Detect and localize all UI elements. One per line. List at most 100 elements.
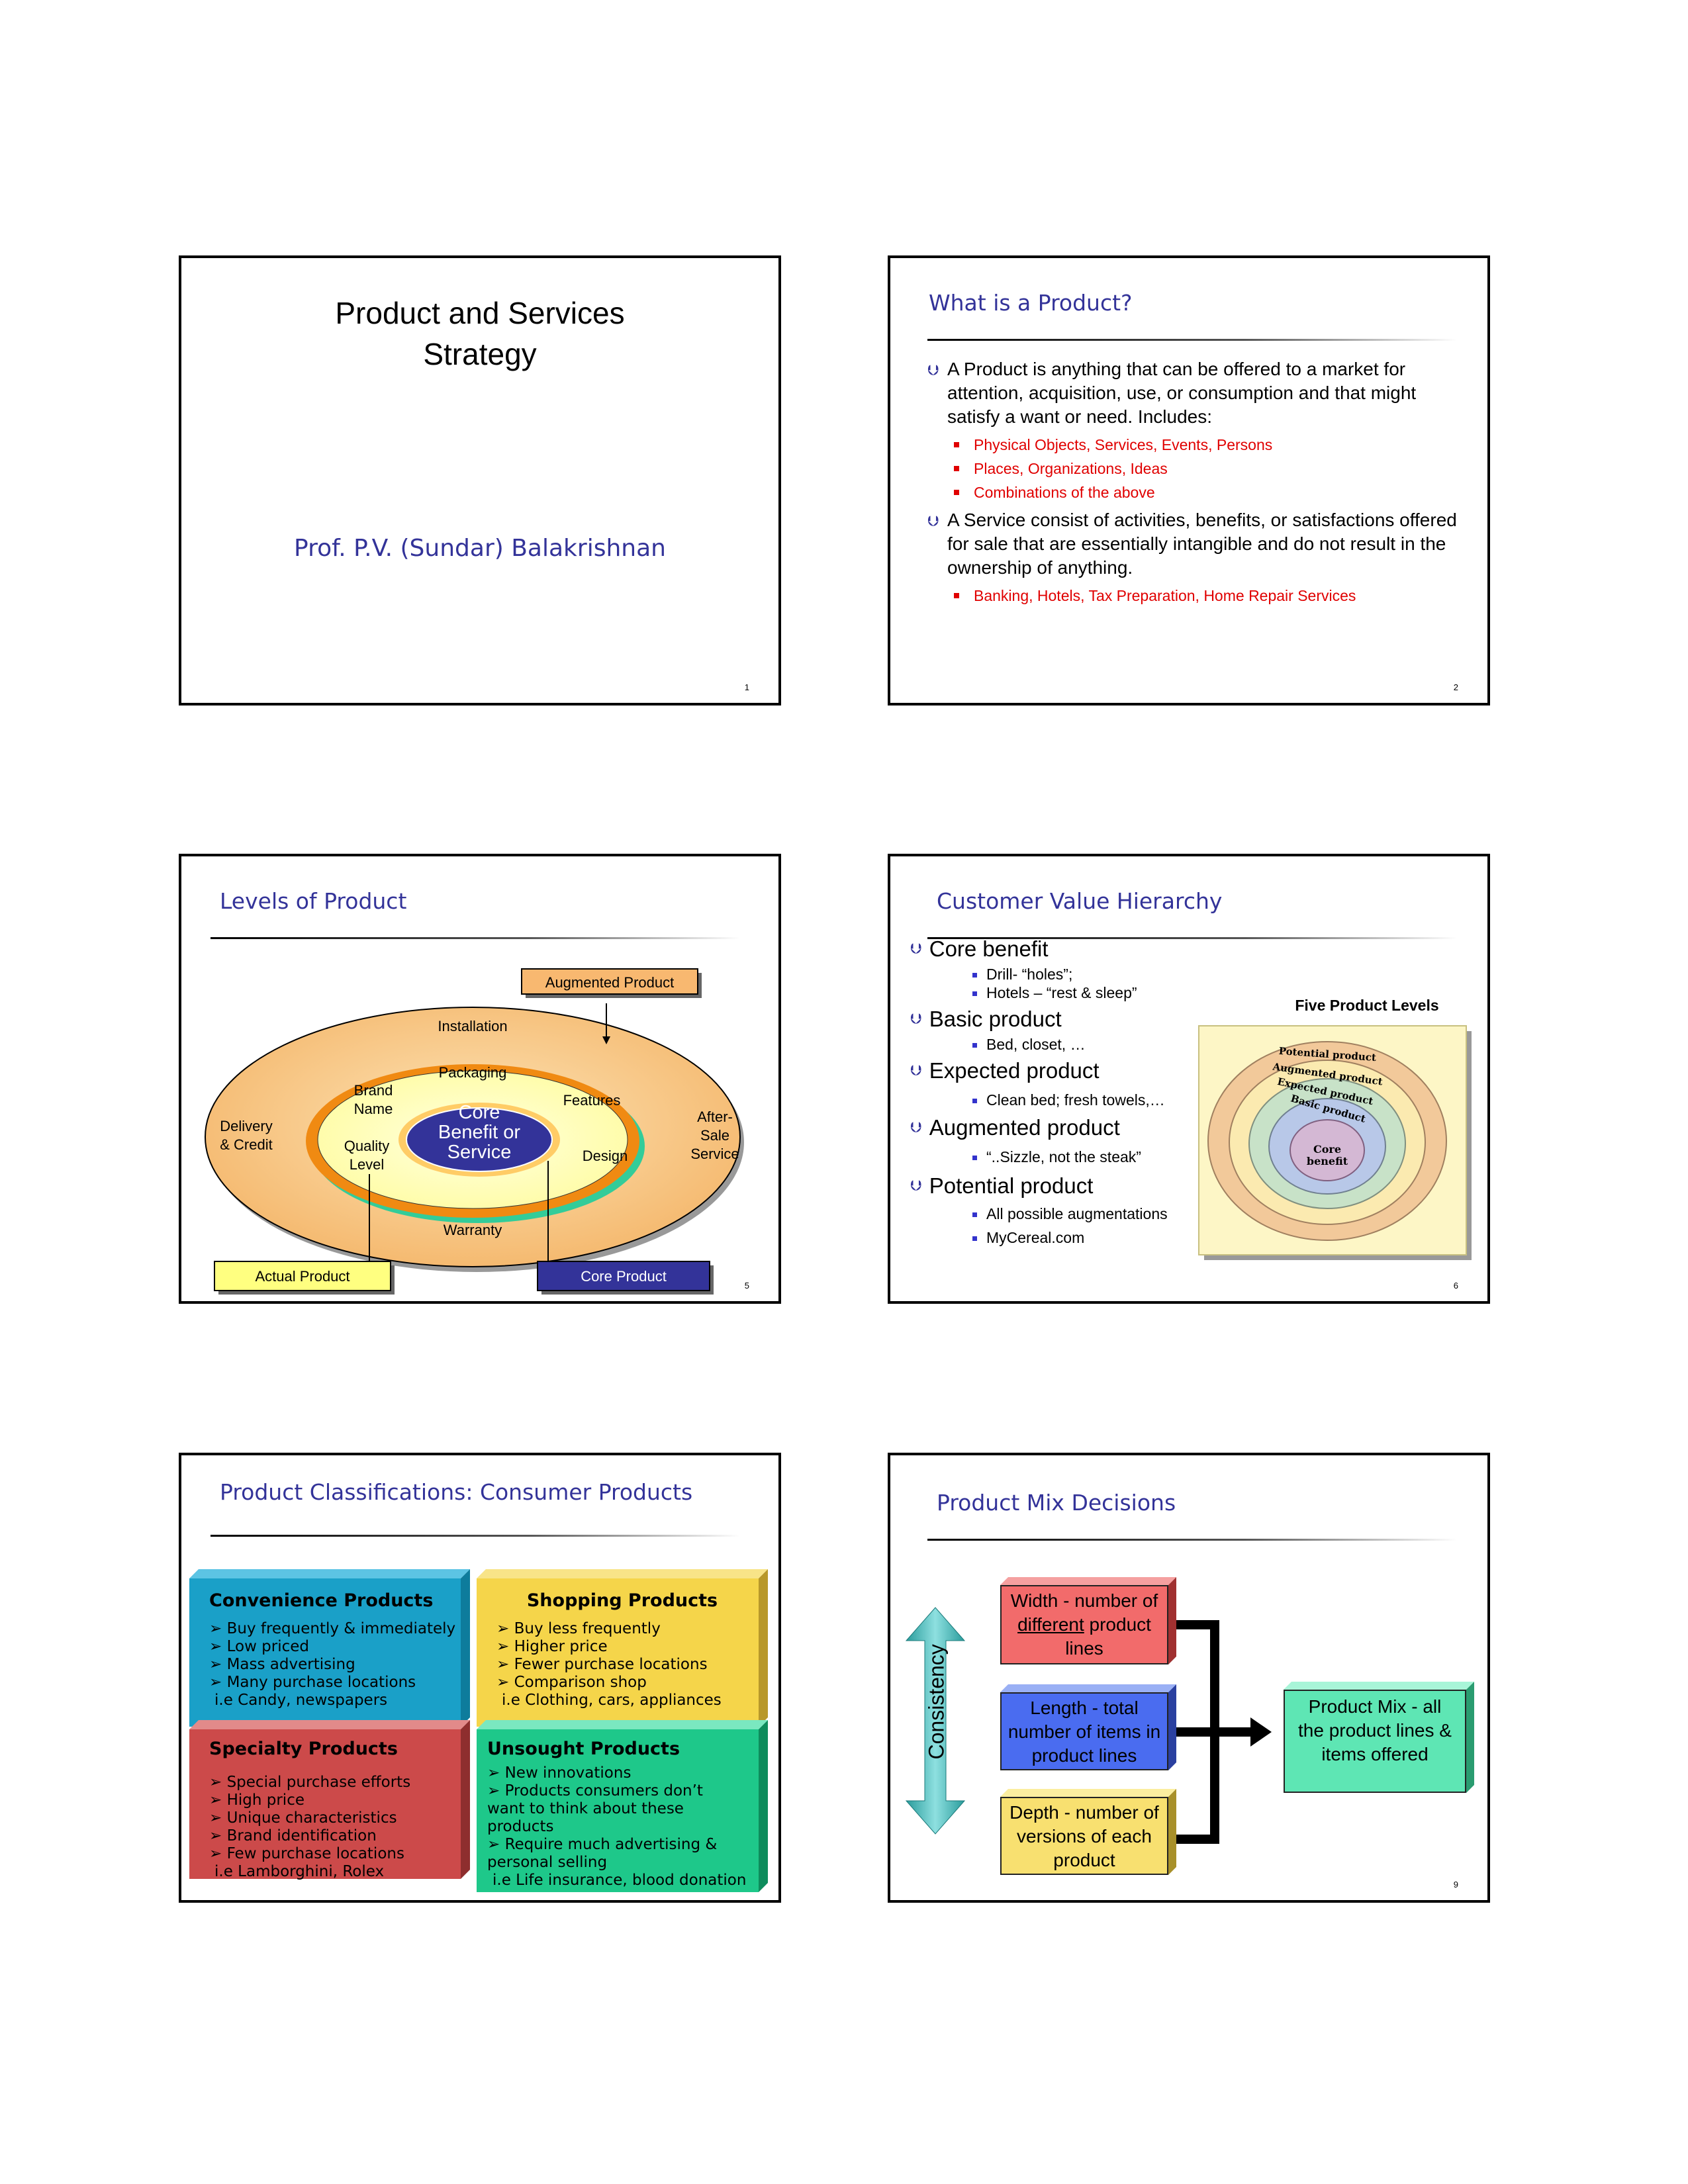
arrow-bullet-icon: ⮋	[910, 1177, 921, 1194]
square-bullet-icon	[954, 490, 959, 495]
level-example: “..Sizzle, not the steak”	[986, 1148, 1141, 1165]
unsought-block	[477, 1729, 759, 1892]
author-name: Prof. P.V. (Sundar) Balakrishnan	[294, 535, 666, 562]
slide-customer-value-hierarchy: Customer Value Hierarchy ⮋Core benefit D…	[888, 854, 1490, 1304]
box-top	[1000, 1789, 1176, 1797]
category-line: ➢ Buy frequently & immediately	[209, 1620, 456, 1637]
level-example: MyCereal.com	[986, 1229, 1085, 1246]
slide-what-is-product: What is a Product? ⮋ A Product is anythi…	[888, 255, 1490, 705]
list-item: MyCereal.com	[972, 1228, 1084, 1247]
box-side	[1168, 1577, 1176, 1664]
category-line: ➢ Mass advertising	[209, 1656, 355, 1673]
list-item: Combinations of the above	[954, 480, 1464, 504]
category-line: personal selling	[487, 1854, 608, 1871]
delivery-credit-label: Delivery & Credit	[220, 1118, 273, 1153]
width-text: Width - number of	[1010, 1590, 1158, 1611]
level-core-benefit: ⮋Core benefit	[910, 936, 1049, 965]
title-divider	[927, 937, 1457, 939]
unsought-products: Unsought Products ➢ New innovations ➢ Pr…	[481, 1733, 759, 1896]
square-bullet-icon	[954, 442, 959, 447]
example-text: Physical Objects, Services, Events, Pers…	[974, 436, 1273, 453]
design-label: Design	[582, 1148, 628, 1164]
category-heading: Shopping Products	[526, 1590, 718, 1611]
core-product-label: Core Product	[581, 1268, 667, 1285]
levels-diagram	[205, 968, 744, 1295]
square-bullet-icon	[972, 1156, 977, 1160]
example-text: Places, Organizations, Ideas	[974, 460, 1168, 477]
level-example: Drill- “holes”;	[986, 966, 1073, 983]
block-top	[189, 1569, 470, 1578]
width-text-end: product lines	[1065, 1614, 1151, 1659]
category-heading: Unsought Products	[487, 1739, 680, 1759]
category-line: ➢ Require much advertising &	[487, 1836, 718, 1853]
arrow-bullet-icon: ⮋	[927, 362, 939, 379]
title-divider	[211, 1535, 740, 1537]
list-item: Clean bed; fresh towels,…	[972, 1091, 1165, 1109]
block-top	[477, 1720, 768, 1729]
packaging-label: Packaging	[438, 1064, 507, 1081]
core-ring	[406, 1107, 553, 1172]
category-line: ➢ Low priced	[209, 1638, 310, 1655]
square-bullet-icon	[972, 991, 977, 996]
title-divider	[211, 937, 740, 939]
level-augmented-product: ⮋Augmented product	[910, 1115, 1120, 1144]
slide-heading: What is a Product?	[929, 290, 1133, 316]
arrow-bullet-icon: ⮋	[910, 1011, 921, 1027]
presentation-title: Product and Services Strategy	[181, 293, 778, 375]
list-item: “..Sizzle, not the steak”	[972, 1148, 1141, 1166]
title-line-2: Strategy	[423, 337, 537, 371]
slide-levels-of-product: Levels of Product Augmented Product Ins	[179, 854, 781, 1304]
core-benefit-label: Core Benefit or Service	[438, 1102, 521, 1163]
product-definition-text: A Product is anything that can be offere…	[947, 359, 1417, 427]
installation-label: Installation	[438, 1018, 508, 1034]
warranty-label: Warranty	[443, 1222, 502, 1238]
level-basic-product: ⮋ Basic product	[910, 1006, 1062, 1035]
category-line: i.e Lamborghini, Rolex	[214, 1863, 385, 1880]
after-sale-service-label: After-Sale Service	[690, 1109, 739, 1162]
service-definition-text: A Service consist of activities, benefit…	[947, 510, 1457, 578]
depth-text: Depth - number of versions of each produ…	[1009, 1802, 1159, 1870]
product-mix-box: Product Mix - all the product lines & it…	[1284, 1690, 1466, 1793]
slide-product-classifications: Product Classifications: Consumer Produc…	[179, 1453, 781, 1903]
level-example: All possible augmentations	[986, 1205, 1168, 1222]
title-line-1: Product and Services	[335, 296, 625, 330]
list-item: Hotels – “rest & sleep”	[972, 983, 1137, 1002]
slide-heading: Customer Value Hierarchy	[937, 888, 1223, 914]
square-bullet-icon	[972, 1043, 977, 1048]
block-side	[759, 1720, 768, 1892]
level-example: Hotels – “rest & sleep”	[986, 984, 1137, 1001]
category-line: products	[487, 1818, 554, 1835]
title-divider	[927, 339, 1457, 341]
category-line: ➢ Buy less frequently	[496, 1620, 661, 1637]
square-bullet-icon	[972, 1212, 977, 1217]
category-line: ➢ Products consumers don’t	[487, 1782, 703, 1799]
level-name: Basic product	[929, 1007, 1062, 1031]
length-text: Length - total number of items in produc…	[1008, 1698, 1161, 1766]
level-example: Bed, closet, …	[986, 1036, 1086, 1053]
category-line: ➢ Special purchase efforts	[209, 1774, 411, 1791]
arrow-bullet-icon: ⮋	[910, 1062, 921, 1079]
category-line: i.e Candy, newspapers	[214, 1692, 388, 1709]
definition-list: ⮋ A Product is anything that can be offe…	[927, 357, 1464, 608]
list-item: Banking, Hotels, Tax Preparation, Home R…	[954, 584, 1464, 608]
box-side	[1168, 1684, 1176, 1770]
box-top	[1000, 1577, 1176, 1585]
classification-blocks	[189, 1569, 768, 1892]
block-top	[189, 1720, 470, 1729]
convenience-block	[189, 1578, 461, 1727]
actual-product-label: Actual Product	[255, 1268, 350, 1285]
core-benefit-ring-label: Core benefit	[1306, 1143, 1348, 1167]
box-side	[1466, 1682, 1474, 1793]
level-potential-product: ⮋Potential product	[910, 1173, 1093, 1202]
level-name: Core benefit	[929, 936, 1049, 961]
width-emphasis: different	[1017, 1614, 1084, 1635]
features-label: Features	[563, 1092, 621, 1109]
level-name: Augmented product	[929, 1115, 1120, 1140]
category-line: ➢ Brand identification	[209, 1827, 377, 1844]
list-item: Bed, closet, …	[972, 1035, 1086, 1054]
five-levels-figure: Potential product Augmented product Expe…	[1198, 1025, 1472, 1260]
square-bullet-icon	[972, 1099, 977, 1103]
square-bullet-icon	[954, 466, 959, 471]
category-line: ➢ Fewer purchase locations	[496, 1656, 708, 1673]
figure-title: Five Product Levels	[1295, 997, 1439, 1014]
